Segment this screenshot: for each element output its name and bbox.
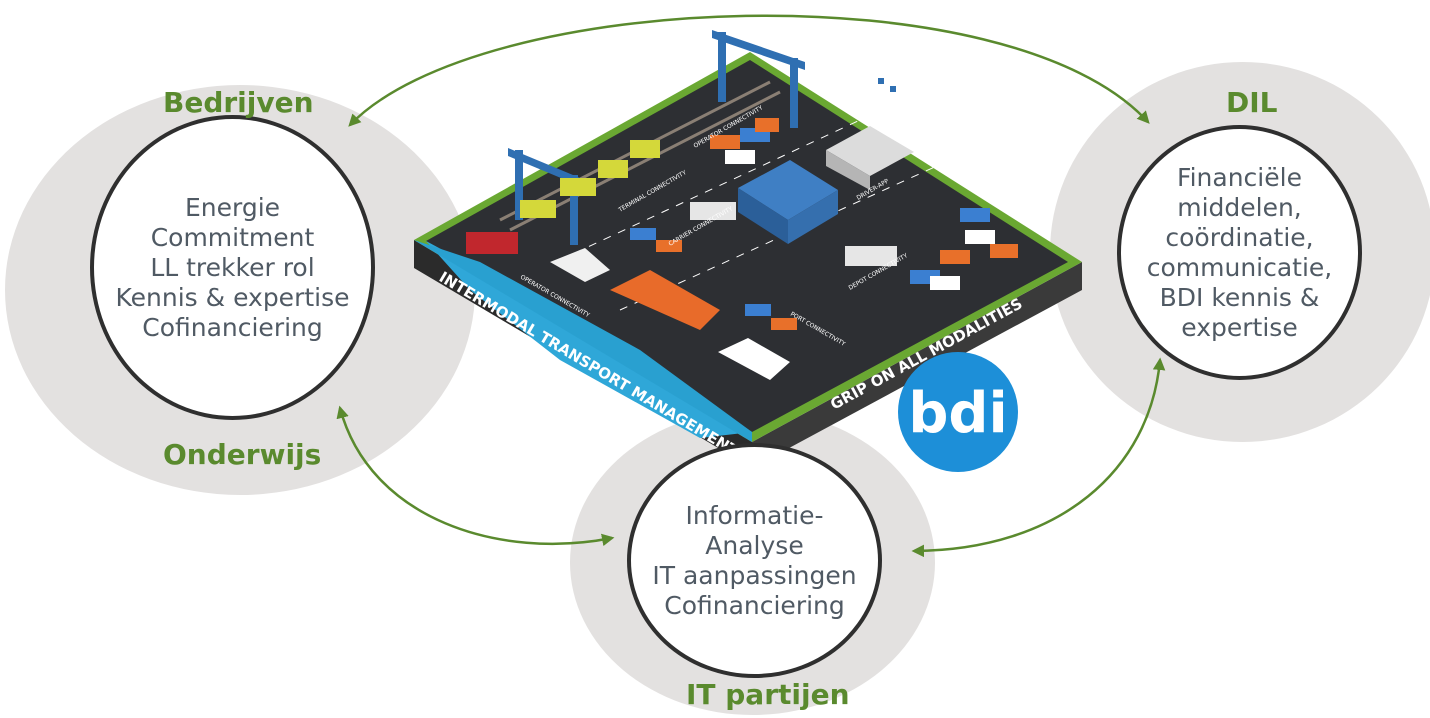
- train: [466, 232, 518, 254]
- dil-line: middelen,: [1177, 192, 1302, 222]
- container-stack-top: [710, 118, 779, 164]
- it-circle: Informatie- Analyse IT aanpassingen Cofi…: [627, 443, 882, 678]
- bedrijven-circle: Energie Commitment LL trekker rol Kennis…: [90, 115, 375, 420]
- it-line: Cofinanciering: [664, 590, 845, 620]
- arrow-onderwijs-it: [336, 405, 615, 547]
- dil-title: DIL: [1226, 86, 1278, 119]
- bedrijven-line: Energie: [184, 192, 281, 222]
- bedrijven-line: Kennis & expertise: [115, 282, 350, 312]
- truck-right: [845, 246, 897, 266]
- arrow-bedrijven-dil: [348, 14, 1150, 127]
- container-stack-right: [910, 208, 1018, 290]
- dil-line: coördinatie,: [1165, 222, 1314, 252]
- bedrijven-line: Cofinanciering: [142, 312, 323, 342]
- onderwijs-title: Onderwijs: [163, 438, 322, 471]
- yellow-containers: [520, 140, 660, 218]
- bedrijven-line: Commitment: [150, 222, 315, 252]
- platform-right-face: [752, 262, 1082, 468]
- truck-left: [690, 202, 736, 220]
- gantry-crane-top: [712, 30, 805, 128]
- dil-circle: Financiële middelen, coördinatie, commun…: [1117, 125, 1362, 380]
- dil-line: Financiële: [1177, 162, 1302, 192]
- bdi-logo: [898, 352, 1018, 472]
- it-line: Informatie-: [685, 500, 824, 530]
- dil-line: BDI kennis &: [1159, 282, 1320, 312]
- arrow-it-dil: [911, 357, 1166, 558]
- road-line: [559, 119, 861, 261]
- it-line: IT aanpassingen: [652, 560, 857, 590]
- bedrijven-line: LL trekker rol: [150, 252, 315, 282]
- cruise-ship: [718, 338, 790, 380]
- container-stack-middle: [630, 228, 797, 330]
- it-line: Analyse: [705, 530, 804, 560]
- platform-top: [426, 60, 1068, 432]
- it-partijen-title: IT partijen: [686, 678, 850, 711]
- bedrijven-title: Bedrijven: [163, 86, 314, 119]
- cargo-ship: [610, 270, 720, 330]
- barge: [550, 248, 610, 282]
- dil-line: communicatie,: [1146, 252, 1333, 282]
- bdi-logo-text: bdi: [908, 381, 1007, 446]
- factory: [826, 78, 914, 190]
- dil-line: expertise: [1181, 312, 1298, 342]
